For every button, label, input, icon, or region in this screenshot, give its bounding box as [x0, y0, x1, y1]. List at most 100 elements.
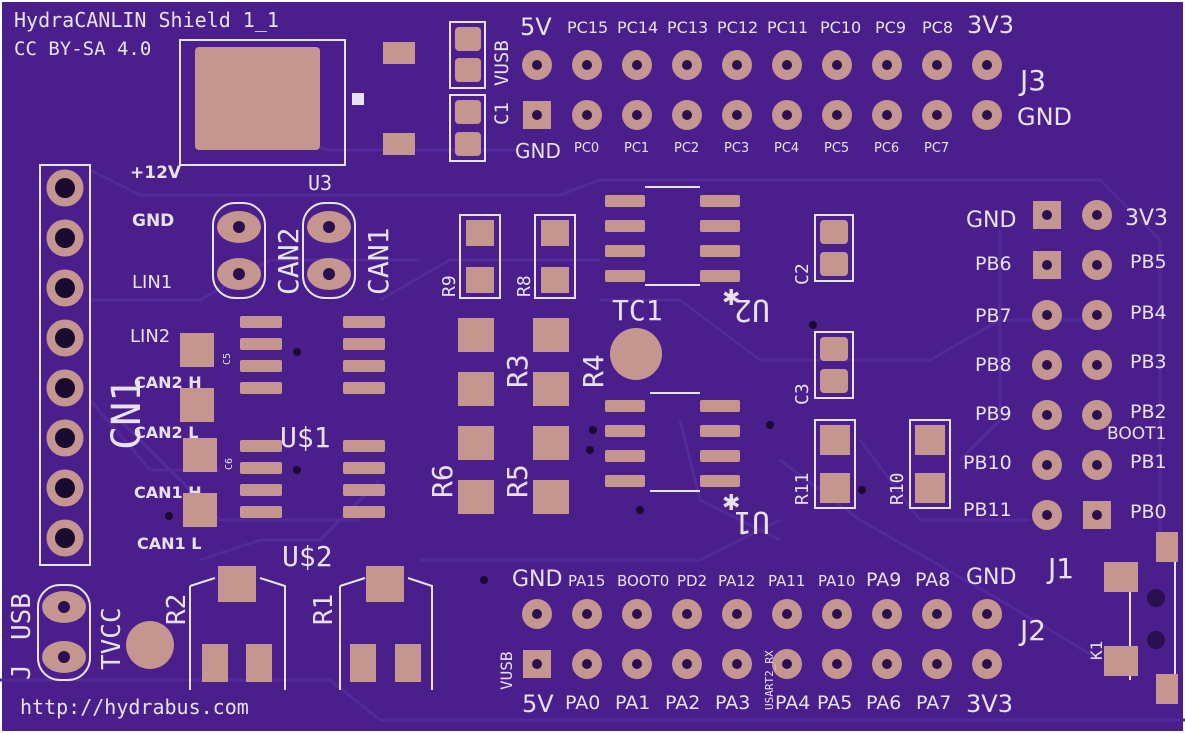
pb-right-pin-3-hole — [1092, 310, 1102, 320]
j2-top-pa11: PA11 — [768, 572, 805, 590]
j2-top-pa9: PA9 — [866, 569, 901, 591]
u3-marker — [352, 93, 364, 105]
j3-top-5v: 5V — [520, 13, 552, 41]
pb-right-pb5: PB5 — [1130, 251, 1167, 273]
j3-bottom-pc2: PC2 — [674, 141, 699, 156]
pb-left-pin-4-hole — [1042, 360, 1052, 370]
r5r6-block: R6 R5 — [426, 426, 569, 514]
pb-left-pin-5-hole — [1042, 410, 1052, 420]
r10-part: R10 — [887, 419, 951, 509]
u2-ic: U2 ✱ — [605, 186, 770, 327]
r9-part: R9 — [439, 214, 501, 299]
cn1-pin-can1l: CAN1 L — [137, 534, 201, 553]
u2-pads-right-1 — [700, 195, 740, 207]
j3-top-pc14: PC14 — [617, 18, 658, 37]
u3-pin1-pad — [383, 42, 415, 64]
c6-pad-1 — [183, 438, 217, 472]
c2-label: C2 — [792, 263, 813, 285]
us1b-pads-right-3 — [343, 484, 385, 496]
j3-bottom-pc7: PC7 — [924, 141, 949, 156]
cn1-pin-6-hole — [55, 428, 75, 448]
pb-pads — [1032, 200, 1112, 530]
us1a-pads-right-1 — [343, 316, 385, 328]
u1-label: U1 — [734, 504, 770, 539]
us1b-pads-left-2 — [240, 462, 282, 474]
r11-label: R11 — [792, 472, 813, 505]
j1-connector: J1 K1 — [1046, 532, 1178, 704]
u3-pin2-pad — [383, 133, 415, 155]
c3-label: C3 — [792, 383, 813, 405]
tvcc-test-pad — [126, 621, 174, 669]
j3-top-pc11: PC11 — [767, 18, 808, 37]
j2-top-pin-1-hole — [532, 609, 542, 619]
u1-pads-right-2 — [700, 425, 740, 437]
u2-pin1-marker: ✱ — [722, 286, 740, 311]
j2-bottom-pa1: PA1 — [615, 692, 650, 714]
j2-label: J2 — [1018, 614, 1046, 647]
c6-pad-2 — [183, 493, 217, 527]
pb-header: GND PB6 PB7 PB8 PB9 PB10 PB11 3V3 PB5 PB… — [963, 200, 1168, 530]
j3-top-pc10: PC10 — [820, 18, 861, 37]
pb-left-pin-3-hole — [1042, 310, 1052, 320]
pb-left-pb8: PB8 — [975, 354, 1012, 376]
j2-bottom-pin-5-hole — [732, 659, 742, 669]
us1a-pads-right-2 — [343, 338, 385, 350]
u3-label: U3 — [308, 171, 332, 195]
pb-right-pb1: PB1 — [1130, 451, 1167, 473]
c3-part: C3 — [792, 331, 854, 405]
j3-top-pin-4-hole — [682, 60, 692, 70]
j2-top-pin-6-hole — [782, 609, 792, 619]
pb-left-pb10: PB10 — [963, 452, 1012, 474]
board-url: http://hydrabus.com — [20, 695, 249, 719]
us1b-pads-left-3 — [240, 484, 282, 496]
j2-bottom-pin-6-hole — [782, 659, 792, 669]
u2-pads-left-1 — [605, 195, 645, 207]
j3-top-pin-1-hole — [532, 60, 542, 70]
us1a-pads-left-2 — [240, 338, 282, 350]
j3-top-pin-8-hole — [882, 60, 892, 70]
r5-label: R5 — [501, 464, 534, 498]
j3-top-pc15: PC15 — [567, 18, 608, 37]
pb-right-pin-6-hole — [1092, 460, 1102, 470]
u3-tab-pad — [195, 47, 320, 150]
u2-pads-right-2 — [700, 220, 740, 232]
u2-label: U2 — [734, 292, 770, 327]
j2-bottom-pin-7-hole — [832, 659, 842, 669]
j3-top-pin-6-hole — [782, 60, 792, 70]
u2-pads-left-2 — [605, 220, 645, 232]
pb-right-pin-1-hole — [1092, 210, 1102, 220]
j3-top-pin-2-hole — [582, 60, 592, 70]
u2-pads-left-3 — [605, 245, 645, 257]
j2-side-vusb: VUSB — [497, 651, 516, 690]
jumper-can2-label: CAN2 — [272, 228, 305, 295]
j3-top-pc9: PC9 — [875, 18, 906, 37]
pb-right-pin-7-hole — [1092, 510, 1102, 520]
j2-top-pin-2-hole — [582, 609, 592, 619]
j2-bottom-pin-9-hole — [932, 659, 942, 669]
j2-bottom-pa2: PA2 — [665, 692, 700, 714]
u1-ic: U1 ✱ — [605, 392, 770, 539]
pb-right-pin-2-hole — [1092, 260, 1102, 270]
j2-top-gnd: GND — [512, 567, 562, 592]
j2-rx-label: USART2_RX — [763, 650, 776, 710]
j2-top-pin-10-hole — [982, 609, 992, 619]
j3-bottom-pin-3-hole — [632, 110, 642, 120]
vusb-pad-1 — [455, 27, 481, 51]
j3-bottom-pc1: PC1 — [624, 141, 649, 156]
cn1-pin-gnd: GND — [132, 211, 174, 231]
j3-bottom-pin-10-hole — [982, 110, 992, 120]
cn1-pin-lin1: LIN1 — [132, 272, 172, 293]
c6-label: C6 — [224, 458, 235, 470]
jumper-can1: CAN1 — [302, 202, 395, 299]
pb-right-pin-4-hole — [1092, 360, 1102, 370]
u1-pads-left-4 — [605, 475, 645, 487]
cn1-pads — [46, 169, 84, 557]
cn1-pin-2-hole — [55, 228, 75, 248]
pb-right-boot1: BOOT1 — [1107, 424, 1166, 444]
cn1-pin-3-hole — [55, 278, 75, 298]
j3-bottom-pin-1-hole — [532, 110, 542, 120]
r1-regulator: R1 — [309, 566, 433, 690]
pb-left-pb6: PB6 — [975, 253, 1012, 275]
j3-bottom-pin-9-hole — [932, 110, 942, 120]
j3-bottom-pin-4-hole — [682, 110, 692, 120]
